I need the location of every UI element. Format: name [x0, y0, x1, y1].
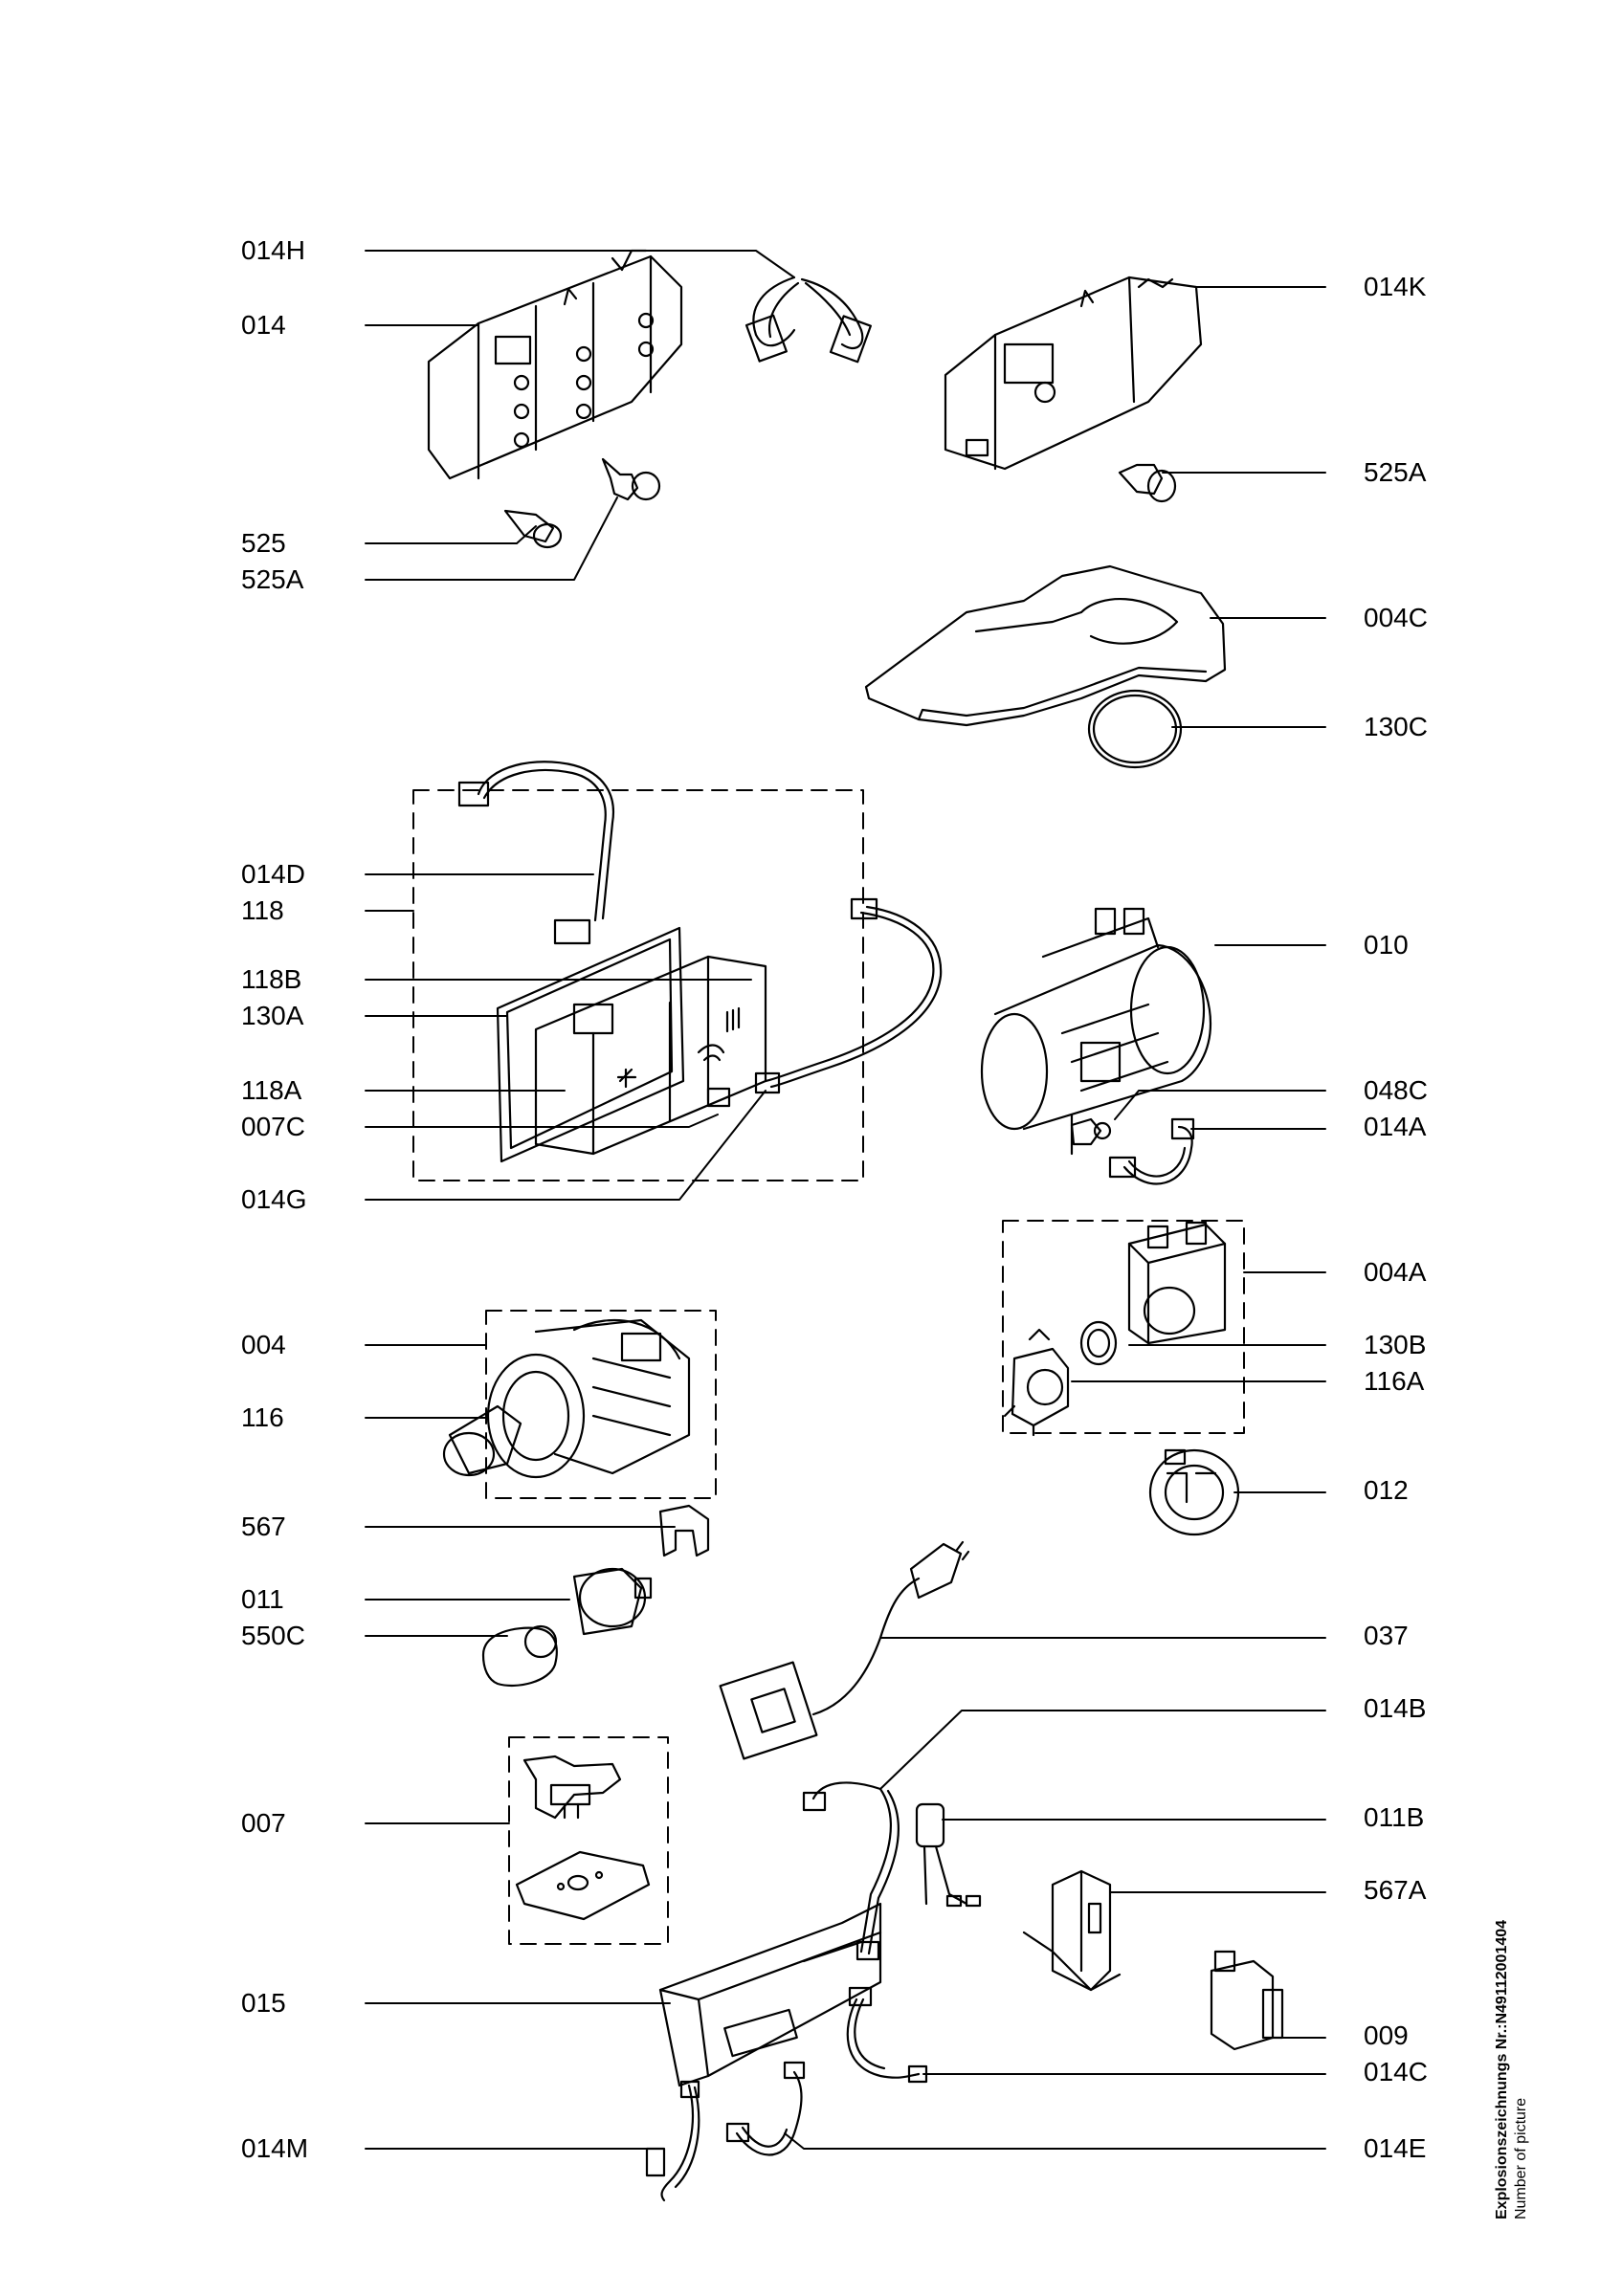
picture-number: Explosionszeichnungs Nr.:N49112001404: [1493, 1920, 1512, 2219]
label-014A: 014A: [1364, 1112, 1427, 1141]
label-130A: 130A: [241, 1001, 304, 1030]
harness-014E: [725, 2061, 806, 2156]
harness-014D: [457, 761, 615, 945]
pressure-switch-012: [1148, 1448, 1240, 1536]
label-048C: 048C: [1364, 1075, 1428, 1105]
label-130B: 130B: [1364, 1330, 1427, 1359]
control-panel-015: [658, 1902, 882, 2087]
bracket-567A: [1022, 1869, 1122, 1992]
label-014M: 014M: [241, 2133, 309, 2163]
leader-lines: [365, 250, 1326, 2150]
label-525: 525: [241, 528, 286, 558]
label-014: 014: [241, 310, 286, 340]
circulation-pump-004: [486, 1318, 691, 1479]
door-lock-007: [522, 1755, 622, 1820]
motor-011: [572, 1567, 653, 1636]
harness-014G: [754, 897, 943, 1094]
harness-014M: [645, 2080, 700, 2202]
label-014B: 014B: [1364, 1693, 1427, 1723]
label-004: 004: [241, 1330, 286, 1359]
label-116: 116: [241, 1402, 284, 1432]
control-module-014: [427, 249, 683, 480]
lock-plate-007: [515, 1850, 651, 1921]
inlet-116: [442, 1404, 522, 1477]
relay-009: [1210, 1950, 1284, 2051]
label-007: 007: [241, 1808, 286, 1838]
label-014D: 014D: [241, 859, 305, 889]
label-009: 009: [1364, 2020, 1409, 2050]
knob-525: [503, 509, 563, 549]
group-frames: [412, 789, 1245, 1945]
label-011: 011: [241, 1584, 284, 1614]
knob-525A-right: [1118, 463, 1177, 503]
harness-014B: [802, 1781, 900, 1961]
label-007C: 007C: [241, 1112, 305, 1141]
label-116A: 116A: [1364, 1366, 1425, 1396]
label-130C: 130C: [1364, 712, 1428, 741]
picture-number-block: Explosionszeichnungs Nr.:N49112001404 Nu…: [1493, 1920, 1531, 2219]
label-014C: 014C: [1364, 2057, 1428, 2086]
harness-014H: [744, 276, 872, 364]
label-014K: 014K: [1364, 272, 1427, 301]
mains-cable-037: [719, 1540, 970, 1760]
label-118: 118: [241, 895, 284, 925]
label-004A: 004A: [1364, 1257, 1427, 1287]
seal-130B: [1079, 1320, 1118, 1366]
label-014H: 014H: [241, 235, 305, 265]
sensor-048C: [1070, 1114, 1112, 1156]
label-567A: 567A: [1364, 1875, 1427, 1905]
label-011B: 011B: [1364, 1802, 1425, 1832]
seal-ring-130C: [1087, 689, 1183, 769]
wire-014A: [1108, 1117, 1195, 1185]
knob-525A-left: [601, 457, 661, 501]
picture-number-value: 2001404: [1494, 1919, 1510, 1980]
label-015: 015: [241, 1988, 286, 2018]
label-004C: 004C: [1364, 603, 1428, 632]
label-525A-left: 525A: [241, 564, 304, 594]
label-012: 012: [1364, 1475, 1409, 1505]
label-010: 010: [1364, 930, 1409, 960]
label-550C: 550C: [241, 1621, 305, 1650]
label-037: 037: [1364, 1621, 1409, 1650]
label-525A-right: 525A: [1364, 457, 1427, 487]
clip-567: [658, 1504, 710, 1557]
cap-550C: [481, 1624, 558, 1688]
label-014E: 014E: [1364, 2133, 1427, 2163]
picture-number-prefix: Explosionszeichnungs Nr.:N4911: [1494, 1979, 1510, 2219]
pump-motor-004A: [1127, 1221, 1227, 1345]
picture-number-caption: Number of picture: [1513, 2097, 1529, 2219]
control-module-014K: [944, 276, 1203, 471]
cover-004C: [864, 564, 1227, 727]
label-118A: 118A: [241, 1075, 302, 1105]
harness-014C: [846, 1986, 928, 2084]
label-014G: 014G: [241, 1184, 307, 1214]
heater-010: [980, 907, 1212, 1131]
capacitor-011B: [915, 1802, 982, 1908]
label-118B: 118B: [241, 964, 302, 994]
label-567: 567: [241, 1512, 286, 1541]
housing-116A: [1003, 1328, 1070, 1437]
